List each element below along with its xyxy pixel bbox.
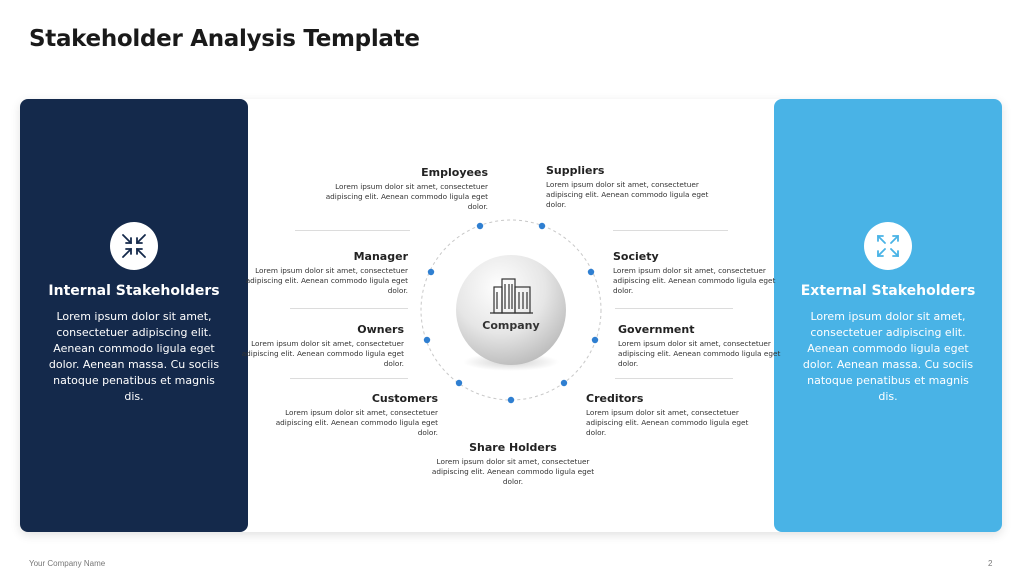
stakeholder-name: Government — [618, 323, 695, 336]
stakeholder-name: Suppliers — [546, 164, 605, 177]
stakeholder-society: Society Lorem ipsum dolor sit amet, cons… — [613, 250, 783, 296]
external-stakeholders-panel: External Stakeholders Lorem ipsum dolor … — [774, 99, 1002, 532]
stakeholder-description: Lorem ipsum dolor sit amet, consectetuer… — [613, 266, 776, 295]
stakeholder-employees: Employees Lorem ipsum dolor sit amet, co… — [318, 166, 488, 212]
dot-government — [591, 336, 599, 344]
separator-line — [290, 308, 408, 309]
stakeholder-description: Lorem ipsum dolor sit amet, consectetuer… — [431, 457, 595, 486]
stakeholder-name: Creditors — [586, 392, 644, 405]
company-sphere — [456, 255, 566, 365]
dot-society — [587, 268, 595, 276]
stakeholder-owners: Owners Lorem ipsum dolor sit amet, conse… — [234, 323, 404, 369]
dot-employees — [476, 222, 484, 230]
stakeholder-description: Lorem ipsum dolor sit amet, consectetuer… — [245, 266, 408, 295]
separator-line — [295, 230, 410, 231]
dot-shareholders — [507, 396, 515, 404]
internal-stakeholders-panel: Internal Stakeholders Lorem ipsum dolor … — [20, 99, 248, 532]
stakeholder-creditors: Creditors Lorem ipsum dolor sit amet, co… — [586, 392, 756, 438]
stakeholder-shareholders: Share Holders Lorem ipsum dolor sit amet… — [428, 441, 598, 487]
stakeholder-description: Lorem ipsum dolor sit amet, consectetuer… — [618, 339, 781, 368]
arrows-outward-icon — [864, 222, 912, 270]
orbit-ring — [420, 219, 602, 401]
stakeholder-manager: Manager Lorem ipsum dolor sit amet, cons… — [238, 250, 408, 296]
stakeholder-description: Lorem ipsum dolor sit amet, consectetuer… — [586, 408, 749, 437]
stakeholder-name: Share Holders — [469, 441, 557, 454]
internal-stakeholders-text: Lorem ipsum dolor sit amet, consectetuer… — [48, 310, 220, 403]
external-stakeholders-title: External Stakeholders — [800, 283, 976, 299]
footer-company-name: Your Company Name — [29, 559, 106, 568]
dot-owners — [423, 336, 431, 344]
stakeholder-suppliers: Suppliers Lorem ipsum dolor sit amet, co… — [546, 164, 716, 210]
separator-line — [613, 230, 728, 231]
stakeholder-government: Government Lorem ipsum dolor sit amet, c… — [618, 323, 788, 369]
slide-title: Stakeholder Analysis Template — [29, 26, 420, 52]
building-icon — [490, 278, 533, 314]
separator-line — [290, 378, 408, 379]
stakeholder-name: Owners — [357, 323, 404, 336]
internal-stakeholders-title: Internal Stakeholders — [48, 283, 220, 299]
stakeholder-name: Employees — [421, 166, 488, 179]
stakeholder-name: Customers — [371, 392, 438, 405]
stakeholder-description: Lorem ipsum dolor sit amet, consectetuer… — [275, 408, 438, 437]
separator-line — [615, 378, 733, 379]
dot-customers — [455, 379, 463, 387]
dot-manager — [427, 268, 435, 276]
stakeholder-name: Manager — [353, 250, 408, 263]
stakeholder-description: Lorem ipsum dolor sit amet, consectetuer… — [325, 182, 488, 211]
company-label: Company — [482, 319, 540, 332]
stakeholder-name: Society — [613, 250, 659, 263]
footer-page-number: 2 — [988, 559, 993, 568]
external-stakeholders-text: Lorem ipsum dolor sit amet, consectetuer… — [802, 310, 974, 403]
dot-creditors — [560, 379, 568, 387]
stakeholder-description: Lorem ipsum dolor sit amet, consectetuer… — [546, 180, 709, 209]
stakeholder-description: Lorem ipsum dolor sit amet, consectetuer… — [241, 339, 404, 368]
dot-suppliers — [538, 222, 546, 230]
stakeholder-customers: Customers Lorem ipsum dolor sit amet, co… — [268, 392, 438, 438]
separator-line — [615, 308, 733, 309]
arrows-inward-icon — [110, 222, 158, 270]
